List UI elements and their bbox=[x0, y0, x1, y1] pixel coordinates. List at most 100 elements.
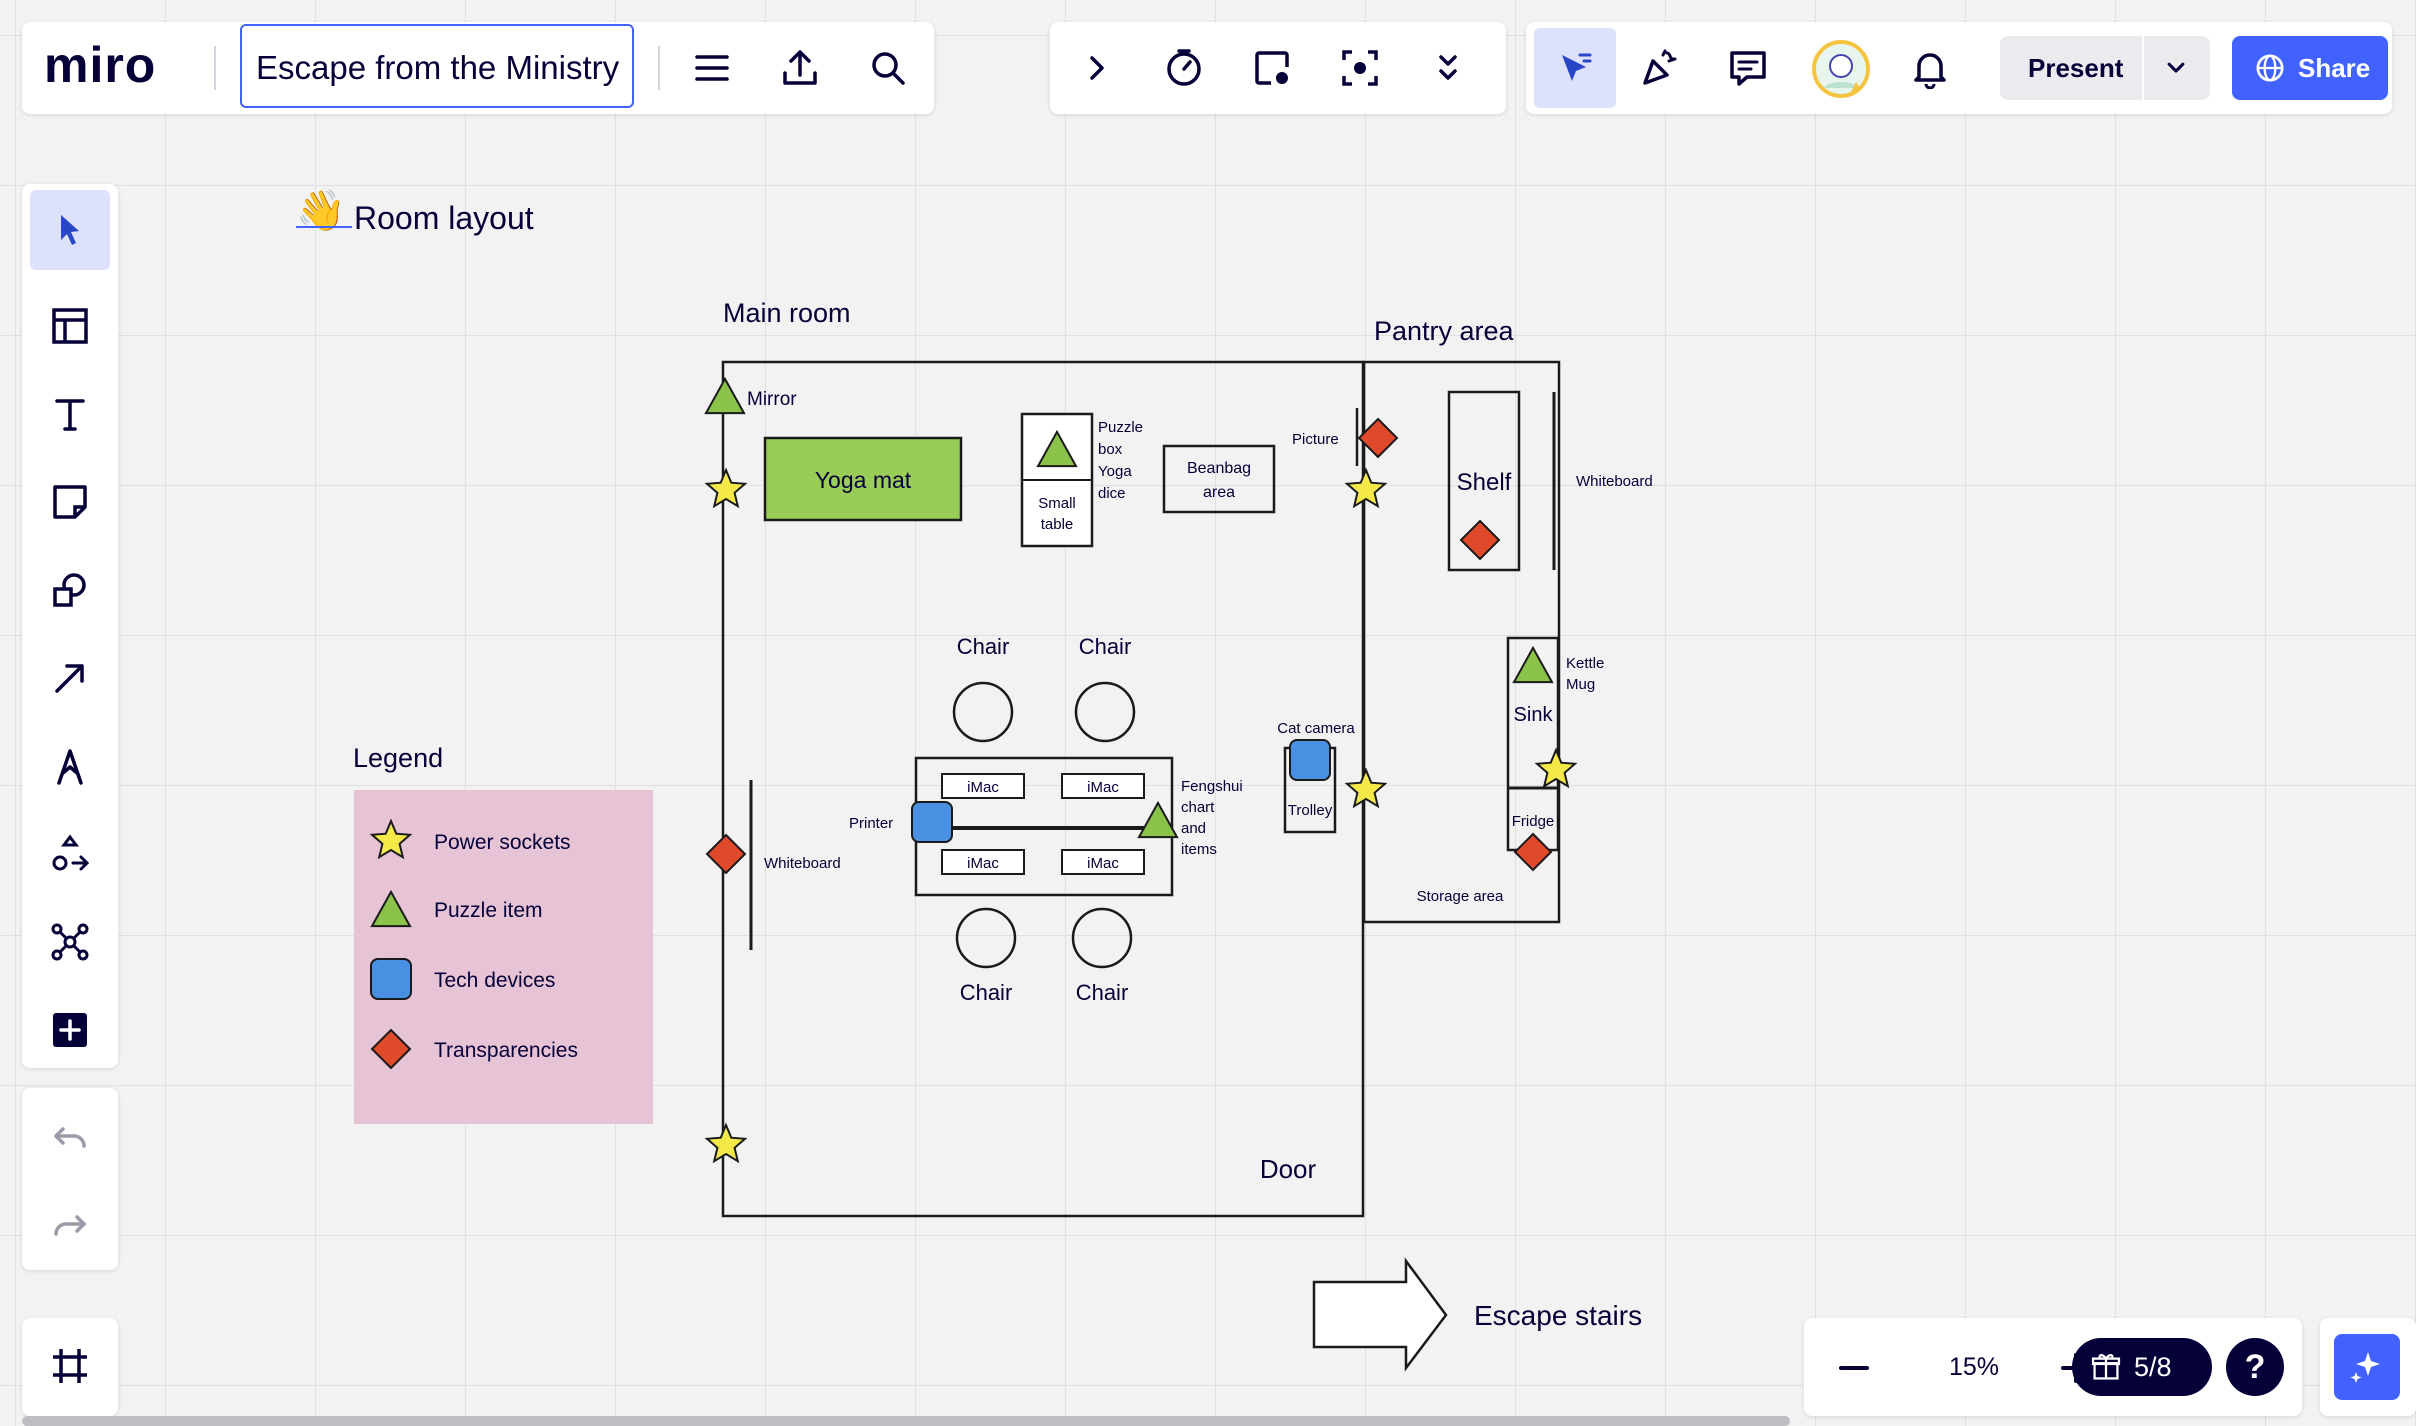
globe-icon bbox=[2252, 50, 2288, 86]
pantry-area-label: Pantry area bbox=[1374, 316, 1515, 346]
frames-icon[interactable] bbox=[38, 1334, 102, 1398]
templates-icon[interactable] bbox=[38, 294, 102, 358]
comment-icon[interactable] bbox=[1722, 42, 1774, 94]
sticky-note-icon[interactable] bbox=[38, 470, 102, 534]
chair[interactable] bbox=[1071, 907, 1133, 969]
imac-label: iMac bbox=[1087, 855, 1119, 872]
transparency-diamond[interactable] bbox=[705, 833, 747, 875]
mirror-label: Mirror bbox=[747, 389, 797, 410]
small-table-label: Small bbox=[1038, 495, 1076, 512]
legend-square[interactable] bbox=[370, 958, 412, 1000]
redo-icon[interactable] bbox=[38, 1194, 102, 1258]
avatar[interactable] bbox=[1810, 38, 1872, 100]
puzzle-item-triangle[interactable] bbox=[1036, 429, 1078, 468]
legend-star[interactable] bbox=[369, 818, 413, 860]
puzzle-item-triangle[interactable] bbox=[1137, 800, 1179, 839]
board-title-input[interactable]: Escape from the Ministry bbox=[240, 24, 634, 108]
tech-device-square[interactable] bbox=[911, 801, 953, 843]
present-label: Present bbox=[2028, 53, 2124, 83]
power-socket-star[interactable] bbox=[704, 467, 748, 509]
imac[interactable] bbox=[941, 773, 1025, 799]
timer-icon[interactable] bbox=[1158, 42, 1210, 94]
yoga-mat[interactable] bbox=[763, 436, 963, 522]
power-socket-star[interactable] bbox=[1534, 747, 1578, 789]
pen-tool-icon[interactable] bbox=[38, 734, 102, 798]
whiteboard-left-label: Whiteboard bbox=[764, 855, 841, 872]
power-socket-star[interactable] bbox=[704, 1122, 748, 1164]
voting-icon[interactable] bbox=[1246, 42, 1298, 94]
puzzle-box-label: Yoga bbox=[1098, 463, 1132, 480]
tech-device-square[interactable] bbox=[1289, 739, 1331, 781]
puzzle-box-label: dice bbox=[1098, 485, 1126, 502]
share-button[interactable]: Share bbox=[2232, 36, 2388, 100]
transparency-diamond[interactable] bbox=[1459, 519, 1501, 561]
puzzle-box-label: Puzzle bbox=[1098, 419, 1143, 436]
chair-label: Chair bbox=[1079, 634, 1132, 659]
mindmap-icon[interactable] bbox=[38, 910, 102, 974]
text-tool-icon[interactable] bbox=[38, 382, 102, 446]
shelf[interactable] bbox=[1447, 390, 1521, 572]
select-tool-icon[interactable] bbox=[30, 190, 110, 270]
room-layout-heading: Room layout bbox=[354, 200, 534, 236]
fengshui-label: and bbox=[1181, 820, 1206, 837]
arrow-tool-icon[interactable] bbox=[38, 646, 102, 710]
legend-diamond[interactable] bbox=[370, 1028, 412, 1070]
sink-label: Sink bbox=[1514, 704, 1554, 726]
whiteboard-right-label: Whiteboard bbox=[1576, 473, 1653, 490]
zoom-out-icon[interactable] bbox=[1828, 1342, 1880, 1394]
focus-icon[interactable] bbox=[1334, 42, 1386, 94]
chair[interactable] bbox=[952, 681, 1014, 743]
shapes-icon[interactable] bbox=[38, 558, 102, 622]
present-button[interactable]: Present bbox=[2000, 36, 2210, 100]
imac[interactable] bbox=[1061, 773, 1145, 799]
help-button[interactable]: ? bbox=[2226, 1338, 2284, 1396]
legend-item-label: Transparencies bbox=[434, 1039, 578, 1062]
imac-label: iMac bbox=[967, 779, 999, 796]
transparency-diamond[interactable] bbox=[1513, 832, 1553, 872]
frames-panel bbox=[22, 1318, 118, 1416]
legend-triangle[interactable] bbox=[370, 889, 412, 928]
add-apps-icon[interactable] bbox=[38, 998, 102, 1062]
puzzle-item-triangle[interactable] bbox=[1512, 645, 1554, 684]
imac[interactable] bbox=[941, 849, 1025, 875]
celebrate-icon[interactable] bbox=[1634, 42, 1686, 94]
chair[interactable] bbox=[1074, 681, 1136, 743]
diagram-tool-icon[interactable] bbox=[38, 822, 102, 886]
chevron-right-icon[interactable] bbox=[1070, 42, 1122, 94]
menu-icon[interactable] bbox=[686, 42, 738, 94]
fengshui-label: chart bbox=[1181, 799, 1215, 816]
bell-icon[interactable] bbox=[1904, 42, 1956, 94]
chair-label: Chair bbox=[957, 634, 1010, 659]
beanbag-label: area bbox=[1203, 484, 1235, 501]
cursor-icon[interactable] bbox=[1534, 28, 1616, 108]
horizontal-scrollbar[interactable] bbox=[22, 1416, 1790, 1426]
imac-label: iMac bbox=[1087, 779, 1119, 796]
power-socket-star[interactable] bbox=[1344, 467, 1388, 509]
transparency-diamond[interactable] bbox=[1357, 417, 1399, 459]
chevron-down-icon[interactable] bbox=[2148, 42, 2204, 94]
puzzle-box-label: box bbox=[1098, 441, 1123, 458]
undo-icon[interactable] bbox=[38, 1106, 102, 1170]
gift-icon bbox=[2088, 1349, 2124, 1385]
chair[interactable] bbox=[955, 907, 1017, 969]
miro-logo[interactable]: miro bbox=[44, 37, 157, 93]
chair-label: Chair bbox=[960, 980, 1013, 1005]
more-down-icon[interactable] bbox=[1422, 42, 1474, 94]
power-socket-star[interactable] bbox=[1344, 767, 1388, 809]
puzzle-item-triangle[interactable] bbox=[704, 376, 746, 415]
ai-sparkle-icon[interactable] bbox=[2334, 1334, 2400, 1400]
left-toolbar bbox=[22, 184, 118, 1068]
imac[interactable] bbox=[1061, 849, 1145, 875]
beanbag-area[interactable] bbox=[1162, 444, 1276, 514]
export-icon[interactable] bbox=[774, 42, 826, 94]
search-icon[interactable] bbox=[862, 42, 914, 94]
legend-item-label: Power sockets bbox=[434, 831, 571, 854]
gift-progress-button[interactable]: 5/8 bbox=[2072, 1338, 2212, 1396]
fridge-label: Fridge bbox=[1512, 813, 1555, 830]
zoom-level[interactable]: 15% bbox=[1948, 1353, 2000, 1381]
escape-arrow[interactable] bbox=[1312, 1257, 1448, 1372]
escape-stairs-label: Escape stairs bbox=[1474, 1300, 1642, 1331]
cat-camera-label: Cat camera bbox=[1277, 720, 1355, 737]
divider bbox=[2142, 36, 2144, 100]
